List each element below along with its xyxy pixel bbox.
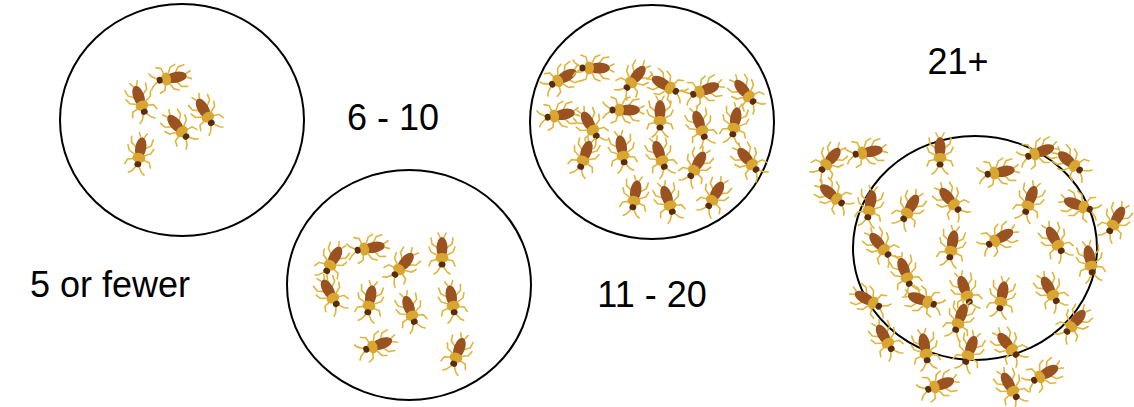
group-circle [60, 4, 304, 236]
insects [121, 55, 1134, 407]
count-label: 11 - 20 [597, 274, 706, 315]
count-label: 5 or fewer [30, 264, 190, 305]
count-label: 21+ [927, 41, 988, 82]
group-circle [530, 5, 774, 239]
count-label: 6 - 10 [347, 97, 439, 138]
group-circle [287, 170, 531, 400]
